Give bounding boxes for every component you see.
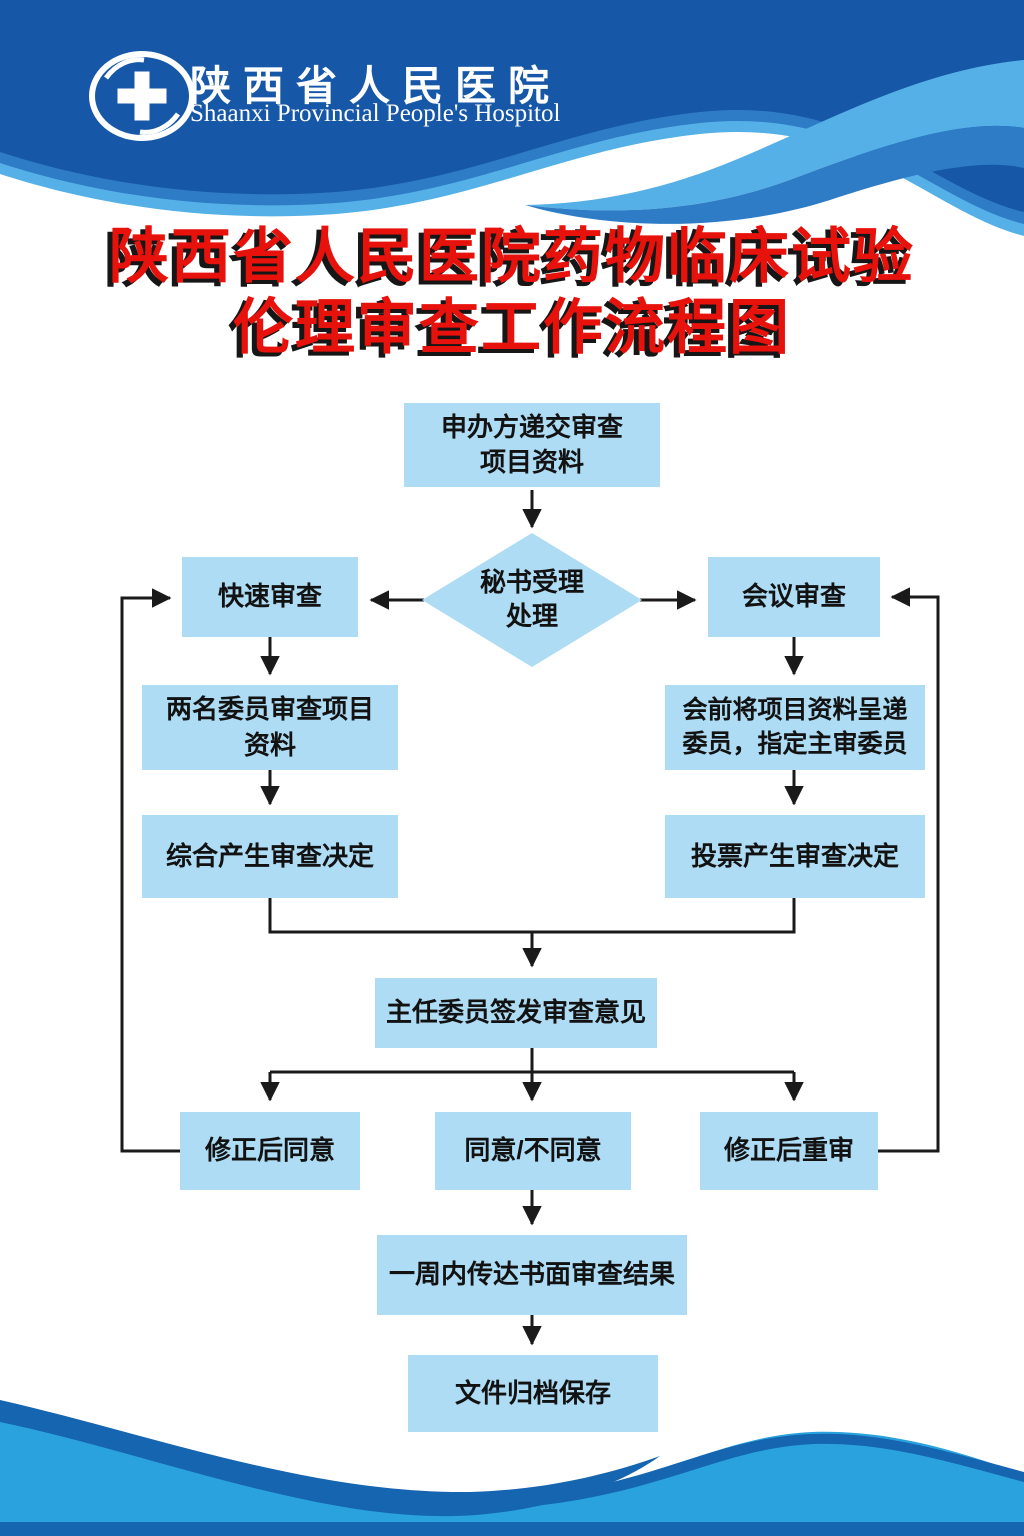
hospital-logo bbox=[89, 51, 195, 141]
flow-node-comprehensive-decision: 综合产生审查决定 bbox=[142, 815, 398, 898]
flow-node-two-members: 两名委员审查项目 资料 bbox=[142, 685, 398, 770]
flow-node-agree-disagree: 同意/不同意 bbox=[435, 1112, 631, 1190]
flow-node-fast-review: 快速审查 bbox=[182, 557, 358, 637]
connector-merge-bar bbox=[268, 898, 796, 934]
flow-node-approve-after-revision: 修正后同意 bbox=[180, 1112, 360, 1190]
logo-ellipse-ring bbox=[89, 51, 195, 141]
flow-node-notify-result: 一周内传达书面审查结果 bbox=[377, 1235, 687, 1315]
flow-node-vote-decision: 投票产生审查决定 bbox=[665, 815, 925, 898]
flow-node-re-review-after-revision: 修正后重审 bbox=[700, 1112, 878, 1190]
flow-node-pre-meeting: 会前将项目资料呈递 委员，指定主审委员 bbox=[665, 685, 925, 770]
flow-node-meeting-review: 会议审查 bbox=[708, 557, 880, 637]
header-ribbon-light bbox=[525, 60, 1024, 211]
flow-node-chairman-sign: 主任委员签发审查意见 bbox=[375, 978, 657, 1048]
footer-bottom-bar bbox=[0, 1522, 1024, 1536]
logo-swoosh-top bbox=[103, 57, 145, 80]
hospital-name-cn: 陕西省人民医院 bbox=[190, 63, 561, 109]
flow-node-submit: 申办方递交审查 项目资料 bbox=[404, 403, 660, 487]
header-ribbon-medium bbox=[525, 125, 1024, 224]
logo-cross-icon bbox=[114, 68, 170, 124]
hospital-name-en: Shaanxi Provincial People's Hospitol bbox=[190, 100, 561, 127]
poster-title: 陕西省人民医院药物临床试验 伦理审查工作流程图 bbox=[109, 223, 915, 361]
footer-wave-crest-stripe bbox=[470, 1433, 1024, 1510]
flow-node-archive: 文件归档保存 bbox=[408, 1355, 658, 1432]
logo-swoosh-bottom bbox=[139, 112, 181, 135]
flow-node-secretary: 秘书受理 处理 bbox=[479, 567, 584, 631]
